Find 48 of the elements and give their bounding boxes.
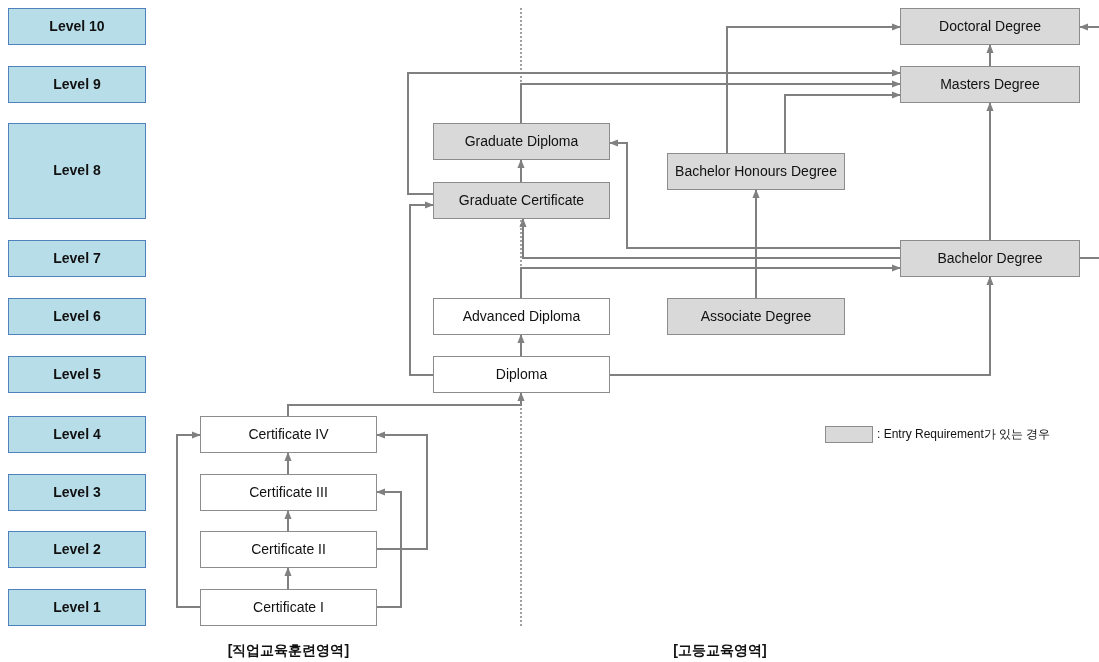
level-box: Level 4 <box>8 416 146 453</box>
arrow <box>287 392 525 417</box>
area-label: [직업교육훈련영역] <box>226 641 351 660</box>
qualification-box: Certificate I <box>200 589 377 626</box>
level-box: Level 1 <box>8 589 146 626</box>
level-box: Level 7 <box>8 240 146 277</box>
arrow <box>986 102 994 241</box>
arrow <box>726 23 901 154</box>
qualification-box: Graduate Diploma <box>433 123 610 160</box>
arrow <box>609 276 994 376</box>
arrow <box>517 159 525 183</box>
arrow <box>1079 23 1099 31</box>
qualification-box: Bachelor Degree <box>900 240 1080 277</box>
qualification-box: Certificate III <box>200 474 377 511</box>
level-box: Level 3 <box>8 474 146 511</box>
arrow <box>520 264 901 299</box>
arrow <box>376 488 402 608</box>
level-box: Level 9 <box>8 66 146 103</box>
arrow <box>752 189 760 299</box>
arrow <box>609 139 901 249</box>
qualification-box: Diploma <box>433 356 610 393</box>
qualification-box: Certificate IV <box>200 416 377 453</box>
level-box: Level 2 <box>8 531 146 568</box>
qualification-box: Doctoral Degree <box>900 8 1080 45</box>
arrow <box>520 80 901 124</box>
qualification-box: Graduate Certificate <box>433 182 610 219</box>
arrow <box>517 334 525 357</box>
qualification-box: Associate Degree <box>667 298 845 335</box>
arrow <box>519 218 901 259</box>
level-box: Level 8 <box>8 123 146 219</box>
level-box: Level 6 <box>8 298 146 335</box>
arrow <box>284 510 292 532</box>
arrow <box>409 201 434 376</box>
qualification-box: Certificate II <box>200 531 377 568</box>
arrow <box>986 44 994 67</box>
arrow <box>407 69 901 195</box>
arrow <box>284 452 292 475</box>
area-label: [고등교육영역] <box>672 641 768 660</box>
arrow <box>784 91 901 154</box>
arrow <box>284 567 292 590</box>
arrow <box>176 431 201 608</box>
arrow <box>376 431 428 550</box>
qualification-box: Advanced Diploma <box>433 298 610 335</box>
level-box: Level 5 <box>8 356 146 393</box>
legend-text: : Entry Requirement가 있는 경우 <box>877 426 1051 443</box>
qualification-box: Bachelor Honours Degree <box>667 153 845 190</box>
qualification-box: Masters Degree <box>900 66 1080 103</box>
level-box: Level 10 <box>8 8 146 45</box>
